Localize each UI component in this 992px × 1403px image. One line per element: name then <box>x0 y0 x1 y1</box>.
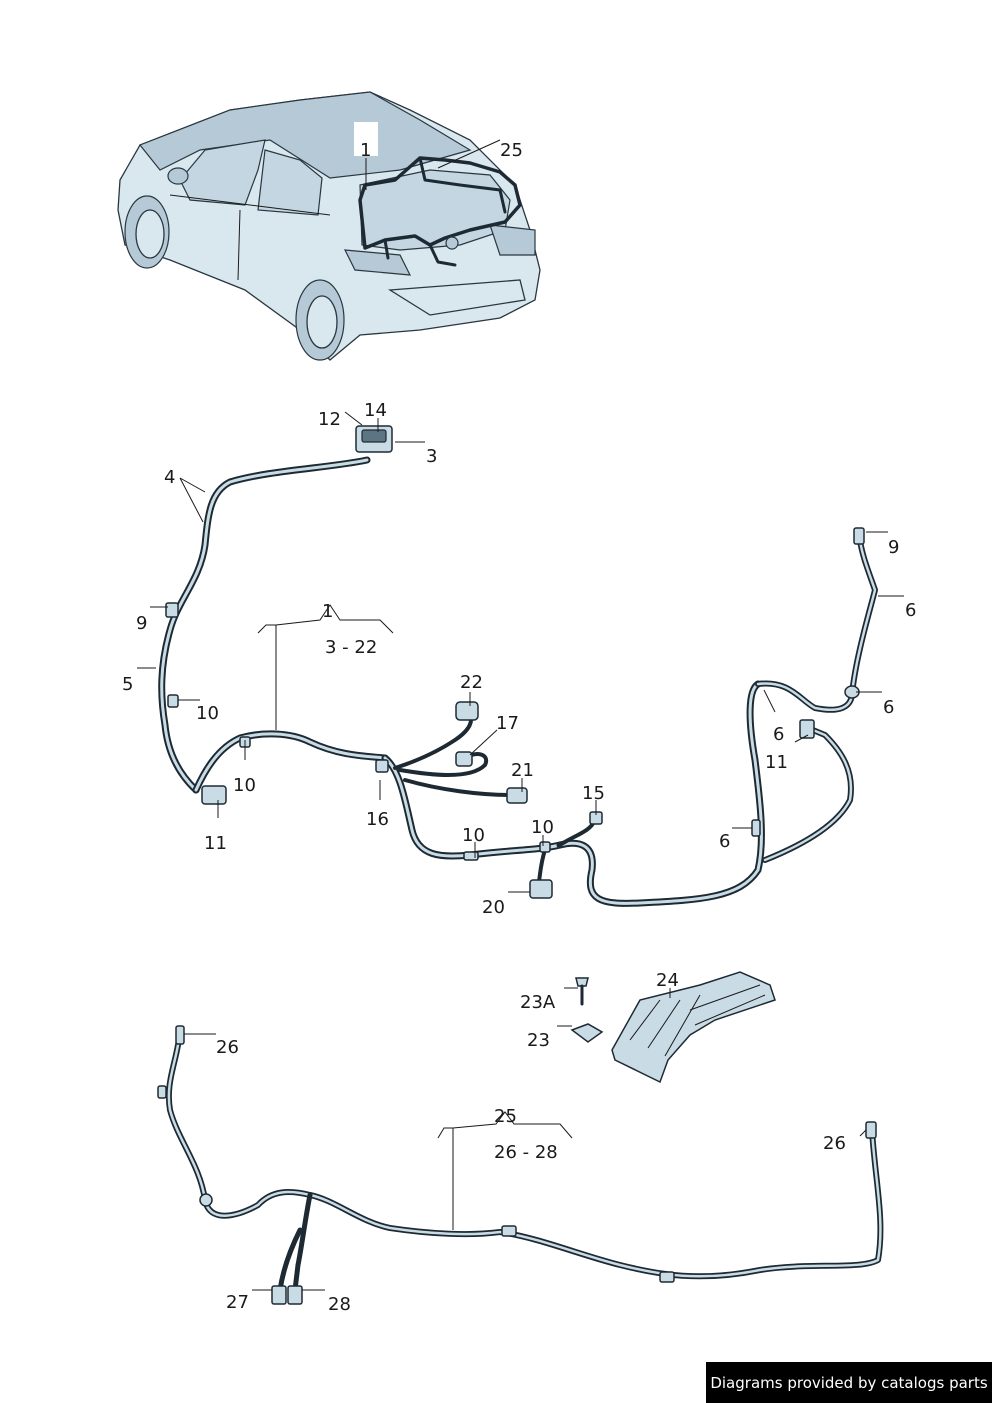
label-28: 28 <box>328 1294 351 1315</box>
label-22: 22 <box>460 672 483 693</box>
clip <box>570 1023 604 1043</box>
label-3: 3 <box>426 446 437 467</box>
label-11-right: 11 <box>765 752 788 773</box>
label-10-d: 10 <box>531 817 554 838</box>
label-5: 5 <box>122 674 133 695</box>
label-15: 15 <box>582 783 605 804</box>
label-14: 14 <box>364 400 387 421</box>
label-4: 4 <box>164 467 175 488</box>
credit-banner: Diagrams provided by catalogs parts <box>706 1362 992 1403</box>
label-6-a: 6 <box>905 600 916 621</box>
label-10-c: 10 <box>462 825 485 846</box>
label-6-b: 6 <box>883 697 894 718</box>
label-23A: 23A <box>520 992 556 1013</box>
tailgate-wiring-harness <box>158 425 878 907</box>
tailgate-harness-25 <box>157 1025 884 1305</box>
label-6-c: 6 <box>773 724 784 745</box>
leader-lines <box>137 139 904 1291</box>
label-car-25: 25 <box>500 140 523 161</box>
label-group-1: 1 <box>322 601 333 622</box>
label-10-b: 10 <box>233 775 256 796</box>
label-24: 24 <box>656 970 679 991</box>
label-9-left: 9 <box>136 613 147 634</box>
callout-labels: 1 25 12 14 3 4 9 5 10 10 11 1 3 - 22 22 … <box>122 122 916 1315</box>
label-26-left: 26 <box>216 1037 239 1058</box>
screw <box>575 977 589 1006</box>
label-11-left: 11 <box>204 833 227 854</box>
label-16: 16 <box>366 809 389 830</box>
label-26-right: 26 <box>823 1133 846 1154</box>
harness-cover <box>611 971 776 1084</box>
label-23: 23 <box>527 1030 550 1051</box>
label-group-25: 25 <box>494 1106 517 1127</box>
label-range-26-28: 26 - 28 <box>494 1142 558 1163</box>
label-12: 12 <box>318 409 341 430</box>
label-20: 20 <box>482 897 505 918</box>
label-21: 21 <box>511 760 534 781</box>
label-27: 27 <box>226 1292 249 1313</box>
label-range-3-22: 3 - 22 <box>325 637 377 658</box>
car-illustration <box>117 91 541 361</box>
label-9-right: 9 <box>888 537 899 558</box>
label-10-a: 10 <box>196 703 219 724</box>
label-6-d: 6 <box>719 831 730 852</box>
label-17: 17 <box>496 713 519 734</box>
label-car-1: 1 <box>360 140 371 161</box>
